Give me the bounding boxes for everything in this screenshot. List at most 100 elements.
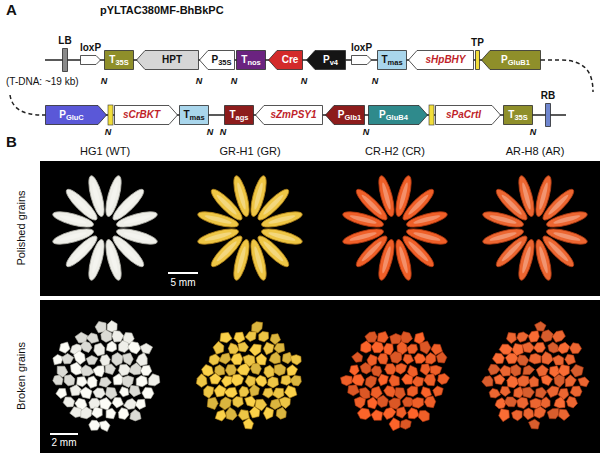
- element-shape: [475, 50, 480, 70]
- grain-highlight: [123, 231, 151, 242]
- broken-grain: [130, 410, 141, 421]
- symbol-letter: T: [109, 54, 115, 65]
- broken-grain: [93, 366, 104, 377]
- broken-grain: [92, 407, 103, 418]
- grain-highlight: [398, 182, 409, 210]
- photo-ground: [40, 161, 600, 296]
- broken-grain: [554, 374, 564, 387]
- element-outline: [409, 51, 474, 70]
- broken-grain: [541, 330, 553, 342]
- broken-grain: [80, 341, 92, 352]
- promoter-arrow: PGluB1: [481, 50, 541, 70]
- broken-grain: [522, 387, 534, 398]
- element-shape: [545, 103, 551, 127]
- broken-grain: [420, 341, 431, 354]
- element-outline: [200, 51, 235, 70]
- grain-highlight: [413, 214, 441, 225]
- continuation-line: [541, 60, 593, 92]
- broken-grain: [541, 375, 553, 386]
- broken-grain: [129, 385, 140, 396]
- broken-grain: [140, 365, 151, 375]
- broken-grain: [225, 365, 236, 376]
- broken-grain: [403, 354, 414, 364]
- broken-grain: [80, 387, 92, 399]
- broken-grain: [231, 374, 244, 386]
- site-mark: N: [207, 127, 214, 137]
- broken-grain: [569, 343, 581, 354]
- broken-grain: [234, 332, 245, 343]
- broken-grain: [100, 355, 110, 366]
- grain-highlight: [108, 182, 119, 210]
- grain-highlight: [349, 214, 377, 225]
- element-name: Tmas: [183, 110, 204, 120]
- broken-grain: [112, 397, 123, 408]
- grain-highlight: [268, 214, 296, 225]
- symbol-letter: P: [59, 109, 66, 120]
- element-name: HPT: [162, 55, 182, 65]
- broken-grain: [557, 342, 569, 354]
- broken-grain: [272, 388, 283, 399]
- promoter-arrow: PGluC: [45, 105, 107, 125]
- grain-highlight: [59, 231, 87, 242]
- broken-grain: [529, 419, 540, 429]
- element-outline: [476, 51, 480, 70]
- broken-grain: [119, 387, 128, 397]
- gene-arrow: sZmPSY1: [255, 105, 323, 125]
- broken-grain: [424, 374, 436, 386]
- broken-grain: [349, 365, 359, 376]
- broken-grain: [107, 321, 117, 332]
- broken-grain: [263, 342, 274, 354]
- transit-peptide-bar: TP: [475, 50, 480, 70]
- broken-grain: [517, 332, 529, 342]
- grain-highlight: [59, 214, 87, 225]
- broken-grain: [421, 387, 432, 398]
- gene-arrow: sHpBHY: [408, 50, 474, 70]
- site-mark: N: [530, 127, 537, 137]
- column-heading: CR-H2 (CR): [365, 145, 425, 158]
- broken-grain: [517, 397, 529, 408]
- broken-grain: [559, 409, 570, 420]
- broken-grain: [105, 364, 115, 375]
- broken-grain: [352, 352, 363, 362]
- element-outline: [378, 51, 407, 70]
- broken-grain: [81, 407, 92, 419]
- broken-grain: [524, 408, 534, 420]
- element-shape: [351, 55, 372, 65]
- broken-grain: [239, 386, 249, 396]
- broken-grain: [494, 374, 505, 384]
- loxp-site: loxP: [351, 55, 372, 65]
- broken-grain: [420, 364, 430, 376]
- grain-highlight: [91, 246, 102, 274]
- broken-grain: [274, 343, 285, 353]
- transit-peptide-bar: [108, 105, 113, 125]
- vector-name: pYLTAC380MF-BhBkPC: [100, 4, 224, 17]
- element-label: TP: [471, 38, 484, 48]
- broken-grain: [93, 388, 105, 398]
- broken-grain: [140, 343, 152, 353]
- symbol-subscript: GluB1: [508, 58, 530, 67]
- site-mark: N: [301, 76, 308, 86]
- broken-grain: [378, 354, 389, 365]
- element-name: Tmas: [381, 55, 402, 65]
- broken-grain: [101, 330, 112, 342]
- broken-grain: [507, 375, 519, 387]
- broken-grain: [499, 409, 510, 422]
- grain-highlight: [215, 193, 238, 216]
- scale-bar: [168, 272, 198, 274]
- broken-grain: [396, 363, 407, 374]
- broken-grain: [94, 343, 105, 356]
- element-outline: [482, 51, 541, 70]
- broken-grain: [357, 408, 370, 419]
- element-outline: [326, 106, 365, 125]
- grain-highlight: [489, 214, 517, 225]
- broken-grain: [106, 341, 116, 352]
- photo-ground: [40, 300, 600, 453]
- broken-grain: [99, 377, 111, 387]
- broken-grain: [135, 399, 145, 409]
- terminator-box: T35S: [503, 105, 533, 125]
- site-mark: N: [220, 127, 227, 137]
- element-outline: [269, 51, 303, 70]
- broken-grain: [365, 376, 377, 388]
- broken-grain: [492, 353, 504, 364]
- broken-grain: [541, 397, 551, 408]
